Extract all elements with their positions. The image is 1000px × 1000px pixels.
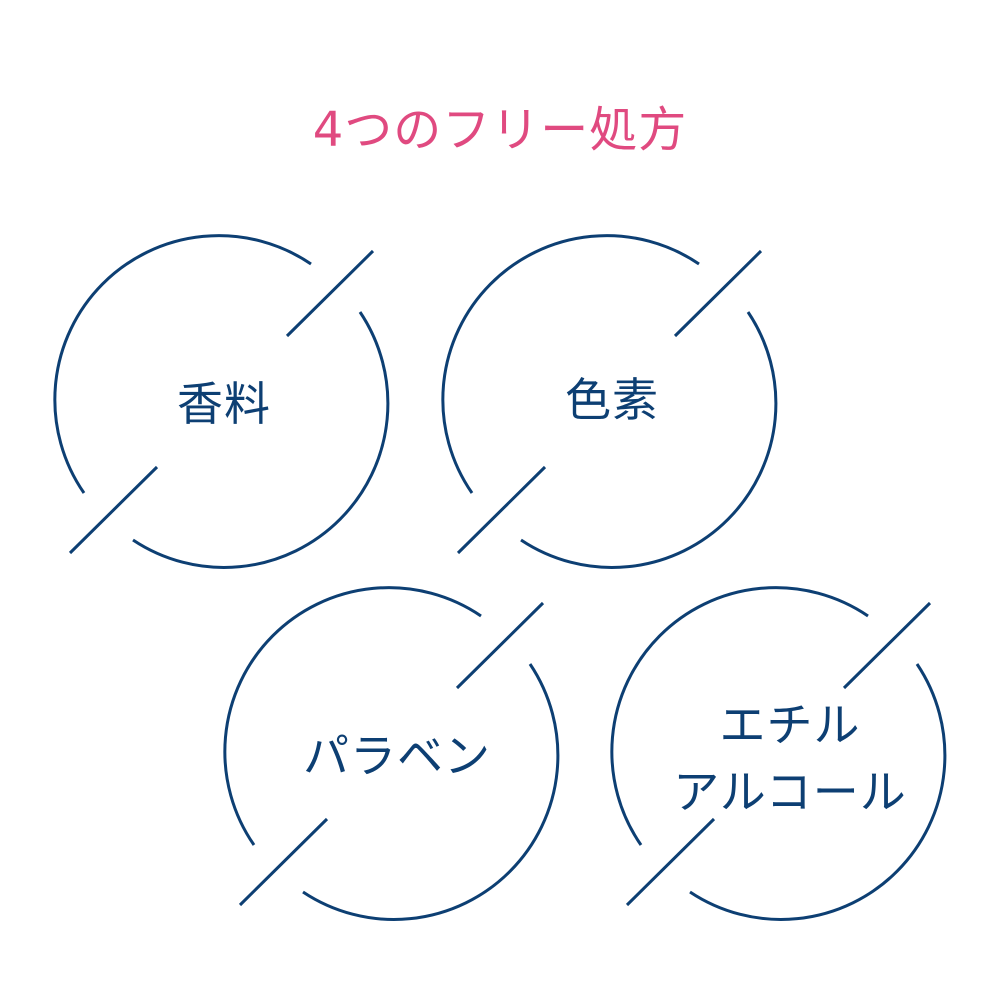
- item-label-colorant: 色素: [565, 373, 659, 427]
- item-label-paraben: パラベン: [303, 729, 491, 783]
- item-label-alcohol: アルコール: [673, 765, 907, 819]
- page-title: 4つのフリー処方: [312, 102, 688, 158]
- item-label-ethyl: エチル: [719, 698, 861, 752]
- item-label-fragrance: 香料: [177, 377, 271, 431]
